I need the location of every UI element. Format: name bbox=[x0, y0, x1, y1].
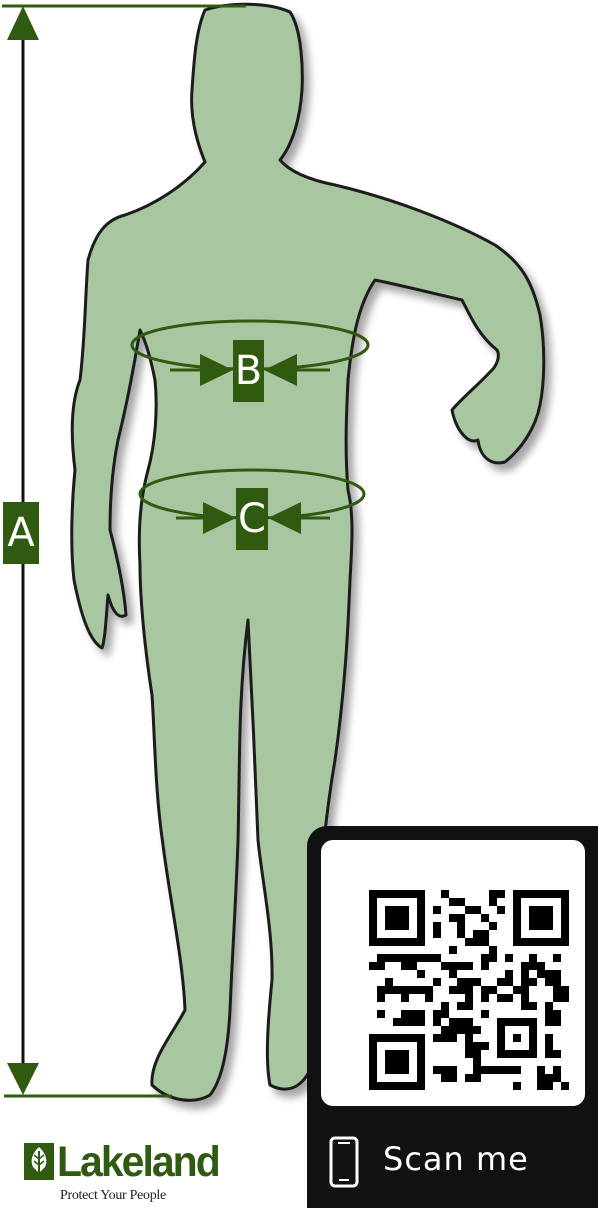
label-b: B bbox=[233, 340, 264, 402]
phone-icon bbox=[329, 1136, 359, 1188]
label-a: A bbox=[3, 502, 39, 564]
qr-panel: Scan me bbox=[307, 826, 598, 1208]
label-c: C bbox=[236, 488, 268, 550]
height-arrow-bottom bbox=[7, 1063, 39, 1095]
qr-card[interactable] bbox=[321, 840, 585, 1106]
leaf-tree-icon bbox=[24, 1143, 54, 1180]
brand-name: Lakeland bbox=[57, 1137, 219, 1186]
height-arrow-top bbox=[7, 6, 39, 40]
qr-code[interactable] bbox=[369, 890, 569, 1090]
scan-me-label: Scan me bbox=[383, 1140, 529, 1178]
lakeland-logo: Lakeland Protect Your People bbox=[24, 1143, 264, 1207]
brand-tagline: Protect Your People bbox=[60, 1188, 166, 1204]
